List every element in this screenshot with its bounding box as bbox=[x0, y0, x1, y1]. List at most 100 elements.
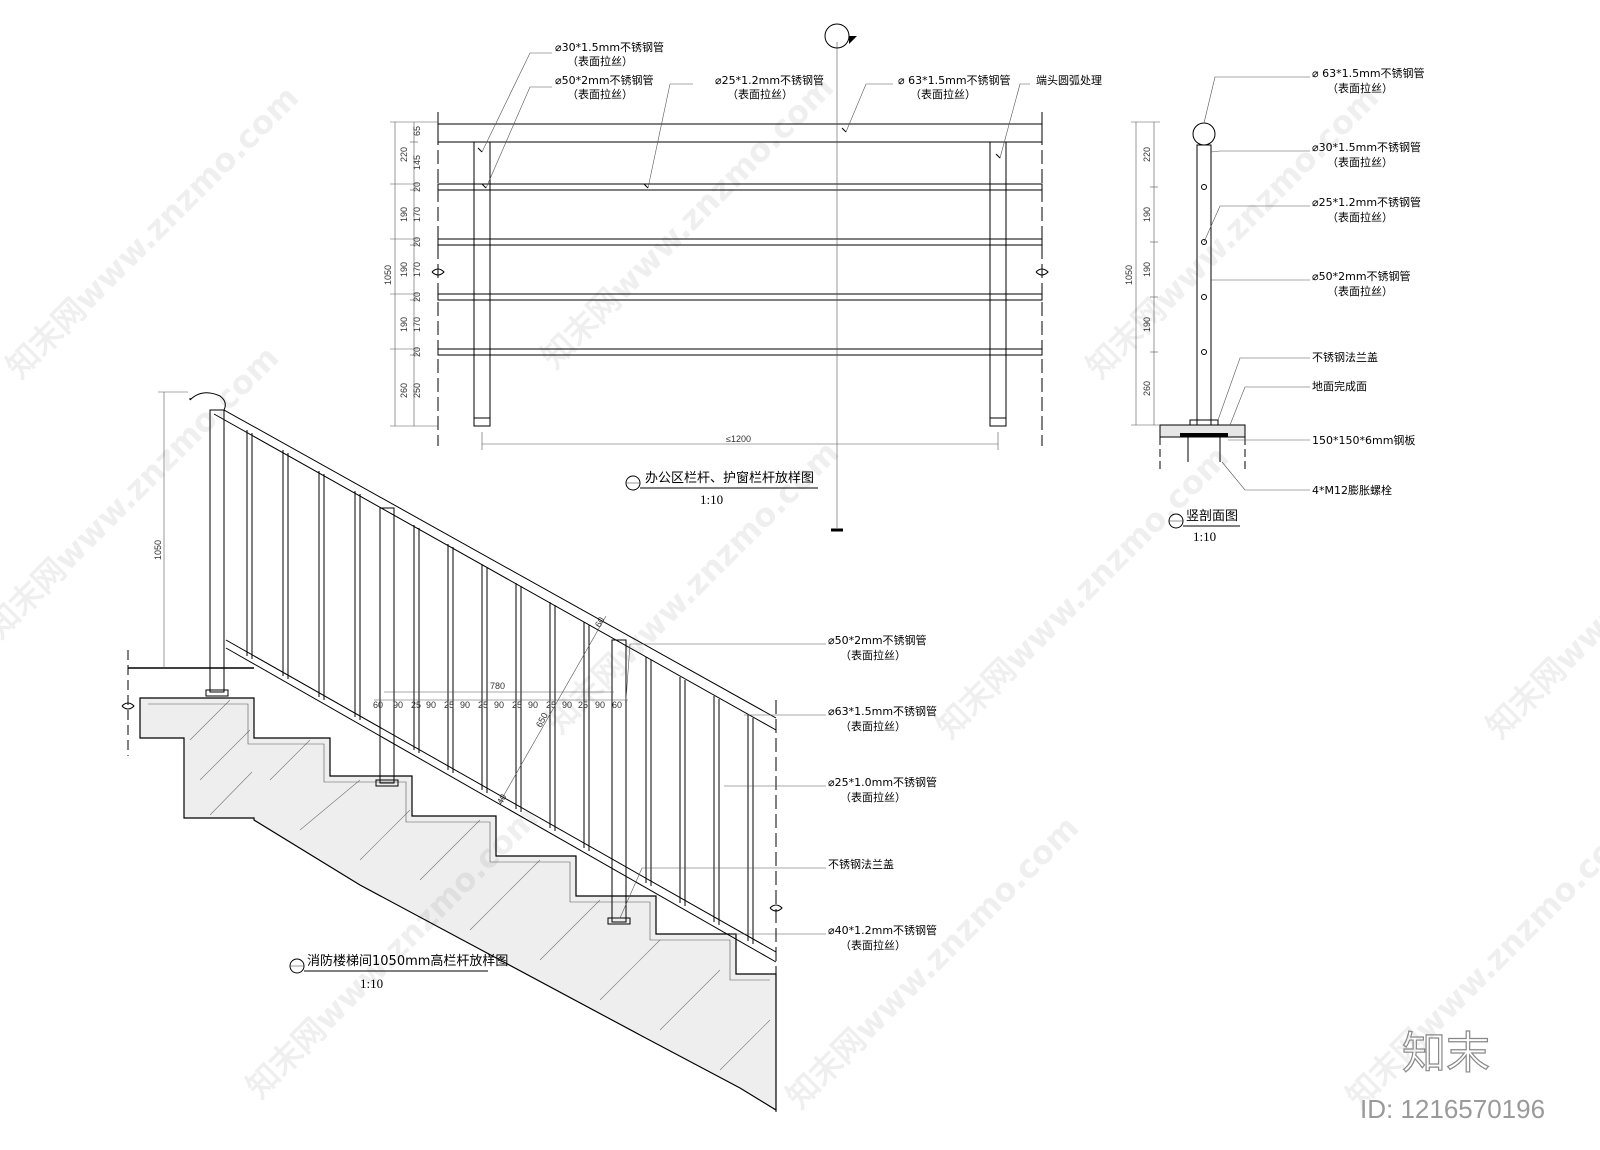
stair-scale: 1:10 bbox=[360, 976, 383, 991]
brand-logo: 知末 bbox=[1402, 1028, 1490, 1079]
stair-dim-diag-line bbox=[499, 615, 607, 803]
svg-text:（表面拉丝）: （表面拉丝） bbox=[727, 87, 793, 101]
svg-text:190: 190 bbox=[399, 317, 409, 332]
svg-text:20: 20 bbox=[412, 182, 422, 192]
stair-label-25: ⌀25*1.0mm不锈钢管 bbox=[828, 775, 937, 789]
sec-label-floor: 地面完成面 bbox=[1312, 379, 1367, 393]
svg-text:知末网www.znzmo.com: 知末网www.znzmo.com bbox=[929, 438, 1236, 745]
svg-text:60: 60 bbox=[373, 700, 383, 710]
watermark-layer: 知末网www.znzmo.com 知末网www.znzmo.com 知末网www… bbox=[0, 68, 1600, 1115]
svg-text:190: 190 bbox=[399, 207, 409, 222]
stair-dim-span: 780 bbox=[490, 681, 505, 691]
dims-inner: 65 145 20 170 20 170 20 170 20 250 bbox=[412, 126, 422, 398]
section-top-rail bbox=[1192, 122, 1216, 146]
svg-text:（表面拉丝）: （表面拉丝） bbox=[840, 719, 906, 733]
svg-text:（表面拉丝）: （表面拉丝） bbox=[1327, 81, 1393, 95]
svg-text:20: 20 bbox=[412, 347, 422, 357]
svg-text:90: 90 bbox=[528, 700, 538, 710]
svg-text:260: 260 bbox=[399, 383, 409, 398]
svg-text:25: 25 bbox=[478, 700, 488, 710]
drawing-id: ID: 1216570196 bbox=[1360, 1094, 1545, 1124]
stair-post-3 bbox=[611, 639, 627, 923]
svg-text:（表面拉丝）: （表面拉丝） bbox=[1327, 210, 1393, 224]
stair-dim-row: 60 90 25 90 25 90 25 90 25 90 25 90 25 9… bbox=[373, 700, 622, 710]
svg-text:190: 190 bbox=[1142, 262, 1152, 277]
horizontal-rail-1 bbox=[437, 183, 1043, 191]
stair-bottom-rail bbox=[225, 639, 777, 953]
svg-text:知末网www.znzmo.com: 知末网www.znzmo.com bbox=[0, 338, 286, 645]
svg-text:20: 20 bbox=[412, 237, 422, 247]
stair-title: 消防楼梯间1050mm高栏杆放样图 bbox=[307, 953, 508, 969]
section-leaders bbox=[1203, 76, 1310, 491]
stair-label-40: ⌀40*1.2mm不锈钢管 bbox=[828, 923, 937, 937]
stair-dim-height: 1050 bbox=[153, 540, 163, 560]
top-scale: 1:10 bbox=[700, 492, 723, 507]
svg-text:90: 90 bbox=[595, 700, 605, 710]
svg-text:（表面拉丝）: （表面拉丝） bbox=[840, 648, 906, 662]
svg-text:25: 25 bbox=[512, 700, 522, 710]
sec-label-25: ⌀25*1.2mm不锈钢管 bbox=[1312, 195, 1421, 209]
concrete-hatch bbox=[189, 699, 771, 1071]
sec-label-flange: 不锈钢法兰盖 bbox=[1312, 350, 1378, 364]
svg-text:（表面拉丝）: （表面拉丝） bbox=[1327, 284, 1393, 298]
dim-ticks-left bbox=[390, 121, 438, 427]
svg-text:250: 250 bbox=[412, 383, 422, 398]
label-50-pipe: ⌀50*2mm不锈钢管 bbox=[555, 73, 654, 87]
stair-post-2 bbox=[379, 507, 395, 784]
stair-elevation: 1050 780 60 90 25 90 25 90 25 90 25 90 2… bbox=[121, 391, 937, 1112]
label-63-pipe: ⌀ 63*1.5mm不锈钢管 bbox=[898, 73, 1011, 87]
svg-text:（表面拉丝）: （表面拉丝） bbox=[567, 54, 633, 68]
stair-post-1 bbox=[209, 409, 225, 693]
svg-text:145: 145 bbox=[412, 155, 422, 170]
svg-text:20: 20 bbox=[412, 292, 422, 302]
top-elevation: 65 145 20 170 20 170 20 170 20 250 220 1… bbox=[383, 23, 1102, 532]
svg-text:25: 25 bbox=[546, 700, 556, 710]
svg-text:25: 25 bbox=[578, 700, 588, 710]
section-marker-arrow bbox=[849, 36, 857, 44]
svg-text:190: 190 bbox=[1142, 207, 1152, 222]
svg-text:25: 25 bbox=[411, 700, 421, 710]
sec-label-30: ⌀30*1.5mm不锈钢管 bbox=[1312, 140, 1421, 154]
dim-width: ≤1200 bbox=[726, 434, 751, 444]
label-25-pipe: ⌀25*1.2mm不锈钢管 bbox=[715, 73, 824, 87]
stair-label-50: ⌀50*2mm不锈钢管 bbox=[828, 633, 927, 647]
stair-leaders bbox=[619, 643, 826, 935]
svg-text:170: 170 bbox=[412, 207, 422, 222]
stair-label-flange: 不锈钢法兰盖 bbox=[828, 857, 894, 871]
stair-handrail-top bbox=[189, 392, 777, 719]
svg-text:（表面拉丝）: （表面拉丝） bbox=[910, 87, 976, 101]
sec-label-63: ⌀ 63*1.5mm不锈钢管 bbox=[1312, 66, 1425, 80]
sec-label-50: ⌀50*2mm不锈钢管 bbox=[1312, 269, 1411, 283]
svg-text:170: 170 bbox=[412, 262, 422, 277]
left-post bbox=[473, 141, 491, 427]
svg-text:90: 90 bbox=[460, 700, 470, 710]
svg-text:170: 170 bbox=[412, 317, 422, 332]
horizontal-rail-3 bbox=[437, 293, 1043, 301]
dims-outer: 220 190 190 190 260 bbox=[399, 147, 409, 398]
svg-text:90: 90 bbox=[426, 700, 436, 710]
svg-text:220: 220 bbox=[1142, 147, 1152, 162]
svg-text:260: 260 bbox=[1142, 381, 1152, 396]
left-break-mark bbox=[431, 268, 445, 276]
top-handrail bbox=[437, 123, 1043, 143]
svg-text:知末网www.znzmo.com: 知末网www.znzmo.com bbox=[779, 808, 1086, 1115]
sec-label-plate: 150*150*6mm钢板 bbox=[1312, 433, 1415, 447]
vertical-section: 220 190 190 190 260 1050 ⌀ 63*1.5mm不锈钢管 … bbox=[1124, 66, 1425, 544]
stair-label-63: ⌀63*1.5mm不锈钢管 bbox=[828, 704, 937, 718]
section-rail-holes bbox=[1201, 184, 1207, 355]
section-scale: 1:10 bbox=[1193, 529, 1216, 544]
svg-text:（表面拉丝）: （表面拉丝） bbox=[840, 790, 906, 804]
svg-text:知末网www.znzmo.com: 知末网www.znzmo.com bbox=[1079, 78, 1386, 385]
svg-text:（表面拉丝）: （表面拉丝） bbox=[1327, 155, 1393, 169]
svg-text:65: 65 bbox=[412, 126, 422, 136]
sec-label-bolt: 4*M12膨胀螺栓 bbox=[1312, 483, 1392, 497]
svg-text:190: 190 bbox=[399, 262, 409, 277]
label-30-pipe: ⌀30*1.5mm不锈钢管 bbox=[555, 40, 664, 54]
section-title: 竖剖面图 bbox=[1186, 509, 1238, 524]
svg-text:知末网www.znzmo.com: 知末网www.znzmo.com bbox=[1479, 438, 1600, 745]
svg-text:190: 190 bbox=[1142, 317, 1152, 332]
flange-cover bbox=[1189, 419, 1219, 426]
top-title: 办公区栏杆、护窗栏杆放样图 bbox=[645, 470, 814, 486]
top-leaders bbox=[481, 52, 1030, 189]
right-break-mark bbox=[1035, 268, 1049, 276]
